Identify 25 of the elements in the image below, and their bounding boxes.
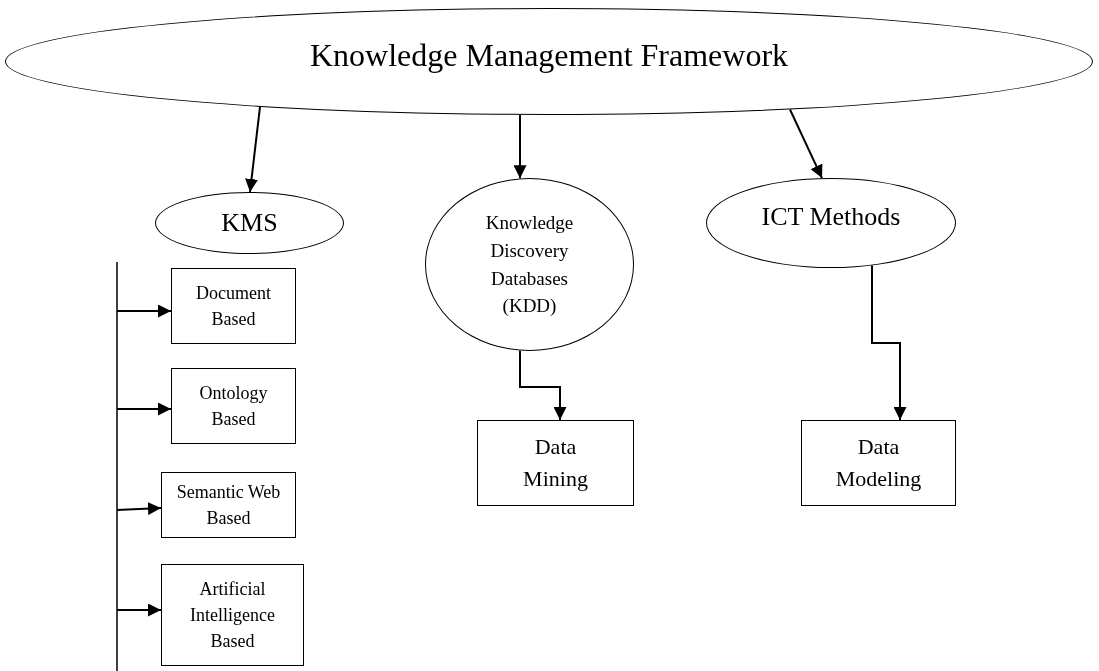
node-label: Knowledge Management Framework [309,36,789,76]
arrow [789,108,823,180]
process-box [161,564,304,666]
node-label: Semantic Web Based [175,480,282,530]
arrow [245,105,261,193]
arrow [116,402,172,416]
node-label: Ontology Based [198,381,269,431]
arrow [116,502,162,516]
node-label: Document Based [195,281,272,331]
node-label: ICT Methods [761,201,901,234]
process-box [477,420,634,506]
arrow [513,113,527,180]
node-label: Data Mining [522,433,589,493]
arrow [116,603,162,617]
node-label: Artificial Intelligence Based [189,577,276,654]
node-label: KMS [221,207,278,240]
arrow [116,304,172,318]
node-label: Knowledge Discovery Databases (KDD) [484,211,575,319]
arrow [519,349,567,421]
arrow [871,264,907,421]
process-box [161,472,296,538]
process-box [801,420,956,506]
process-box [171,268,296,344]
process-box [171,368,296,444]
node-label: Data Modeling [834,433,923,493]
